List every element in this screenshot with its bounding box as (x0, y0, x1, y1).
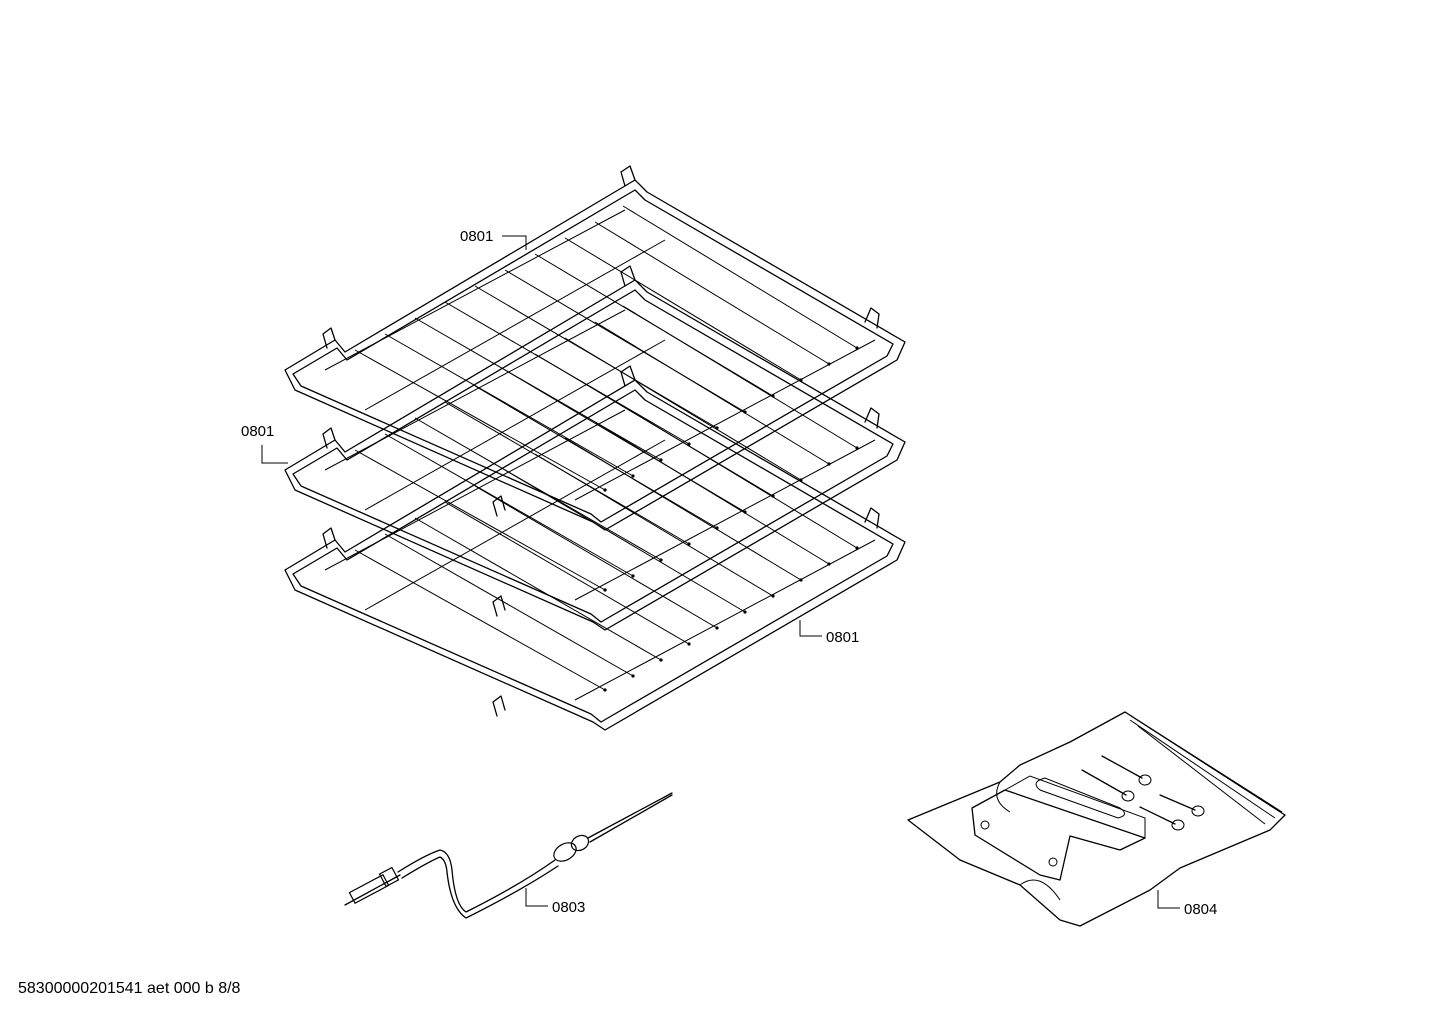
callout-rack-middle: 0801 (241, 423, 274, 440)
wire-rack-top (284, 165, 906, 531)
callout-rack-bottom: 0801 (826, 629, 859, 646)
leader-rack-top (502, 235, 527, 250)
accessory-kit-bag (907, 711, 1286, 927)
drawing-reference: 58300000201541 aet 000 b 8/8 (18, 980, 241, 997)
callout-kit: 0804 (1184, 901, 1217, 918)
callout-rack-top: 0801 (460, 228, 493, 245)
callout-probe: 0803 (552, 899, 585, 916)
leader-rack-middle (261, 445, 288, 464)
screw-set (1081, 755, 1205, 831)
temperature-probe (344, 792, 673, 919)
leader-rack-bottom (799, 620, 822, 637)
leader-probe (525, 888, 548, 907)
leader-kit (1157, 890, 1180, 909)
